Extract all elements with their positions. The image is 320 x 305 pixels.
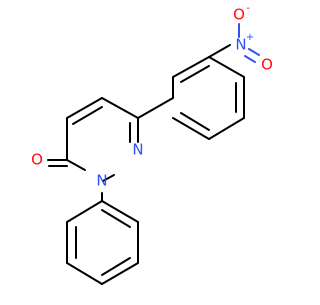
nitro-bonds — [238, 23, 260, 63]
atom-labels: N + O - O N N O — [31, 3, 273, 190]
ring-nitrogen-1-label: N — [132, 141, 143, 159]
bond-ph1-f — [172, 117, 210, 140]
bond-n2-c3 — [102, 174, 115, 182]
bond-ph2-c — [66, 262, 103, 285]
nitro-nitrogen-label: N — [235, 36, 246, 54]
ring-nitrogen-2-label: N — [96, 172, 107, 190]
bond-nitro-o-right — [248, 48, 260, 56]
molecule-canvas: N + O - O N N O — [31, 3, 273, 285]
bond-c4-c5-double — [72, 106, 103, 125]
bond-c5-c6 — [101, 97, 139, 119]
bond-c6-phenyl — [137, 97, 174, 119]
bond-ph2-a — [66, 200, 103, 223]
bond-c4-c5 — [66, 97, 103, 119]
bond-ph1-inner-3 — [180, 112, 210, 131]
bond-ph1-e — [208, 117, 245, 140]
bond-ph1-nitro — [208, 44, 231, 58]
bond-ph2-inner-3 — [101, 209, 131, 228]
nitro-oxygen-right-label: O — [261, 56, 273, 74]
bond-c3-c4-ring — [66, 159, 86, 171]
bond-ph1-b — [172, 56, 210, 78]
nitro-plus-label: + — [246, 32, 254, 43]
bond-lines — [47, 44, 245, 285]
bond-ph2-d — [101, 262, 139, 285]
nitro-oxygen-top-label: O — [233, 6, 245, 24]
bond-ph2-inner-2 — [101, 257, 131, 276]
bond-ph2-f — [101, 200, 139, 223]
bond-ph1-inner-1 — [180, 65, 210, 83]
bond-ph1-c — [208, 56, 245, 78]
bond-nitro-o-right-double — [244, 55, 256, 63]
nitro-minus-label: - — [246, 3, 250, 14]
carbonyl-oxygen-label: O — [31, 151, 43, 169]
